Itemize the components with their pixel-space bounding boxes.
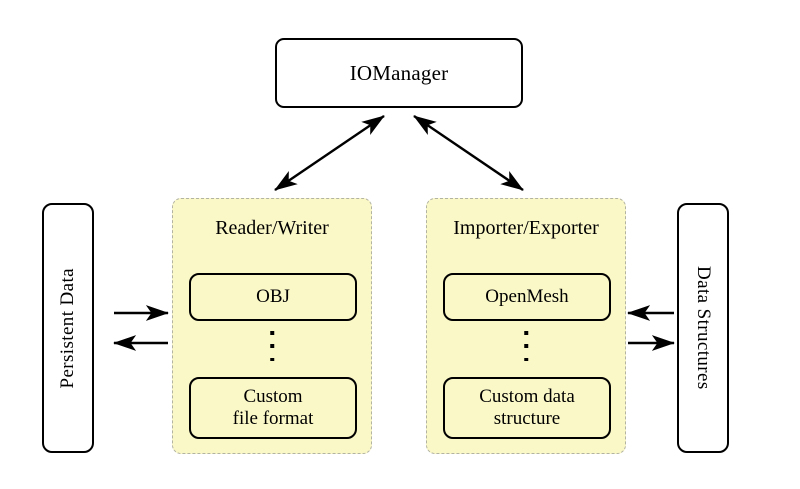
importer-exporter-item-openmesh[interactable]: OpenMesh	[443, 273, 611, 321]
reader-writer-ellipsis-icon	[270, 331, 274, 361]
reader-writer-item-custom-label: Custom file format	[233, 386, 314, 430]
importer-exporter-title: Importer/Exporter	[453, 217, 599, 239]
arrow-manager-reader-writer	[274, 115, 385, 191]
importer-exporter-item-openmesh-label: OpenMesh	[485, 286, 569, 308]
iomanager-label: IOManager	[349, 60, 449, 85]
importer-exporter-item-custom-line1: Custom data	[479, 386, 575, 408]
reader-writer-item-custom-line1: Custom	[243, 386, 303, 408]
data-structures-box[interactable]: Data Structures	[677, 203, 729, 453]
persistent-data-box[interactable]: Persistent Data	[42, 203, 94, 453]
reader-writer-panel[interactable]: Reader/Writer OBJ Custom file format	[172, 198, 372, 454]
iomanager-box[interactable]: IOManager	[275, 38, 523, 108]
reader-writer-item-custom-line2: file format	[232, 408, 314, 429]
reader-writer-title: Reader/Writer	[215, 217, 329, 239]
importer-exporter-panel[interactable]: Importer/Exporter OpenMesh Custom data s…	[426, 198, 626, 454]
arrow-manager-importer-exporter	[413, 115, 524, 191]
importer-exporter-ellipsis-icon	[524, 331, 528, 361]
persistent-data-label: Persistent Data	[57, 267, 78, 389]
importer-exporter-item-custom-label: Custom data structure	[479, 386, 575, 430]
reader-writer-item-obj-label: OBJ	[256, 286, 290, 308]
data-structures-label: Data Structures	[693, 266, 714, 390]
reader-writer-item-obj[interactable]: OBJ	[189, 273, 357, 321]
reader-writer-item-custom[interactable]: Custom file format	[189, 377, 357, 439]
importer-exporter-item-custom[interactable]: Custom data structure	[443, 377, 611, 439]
importer-exporter-item-custom-line2: structure	[493, 408, 561, 429]
